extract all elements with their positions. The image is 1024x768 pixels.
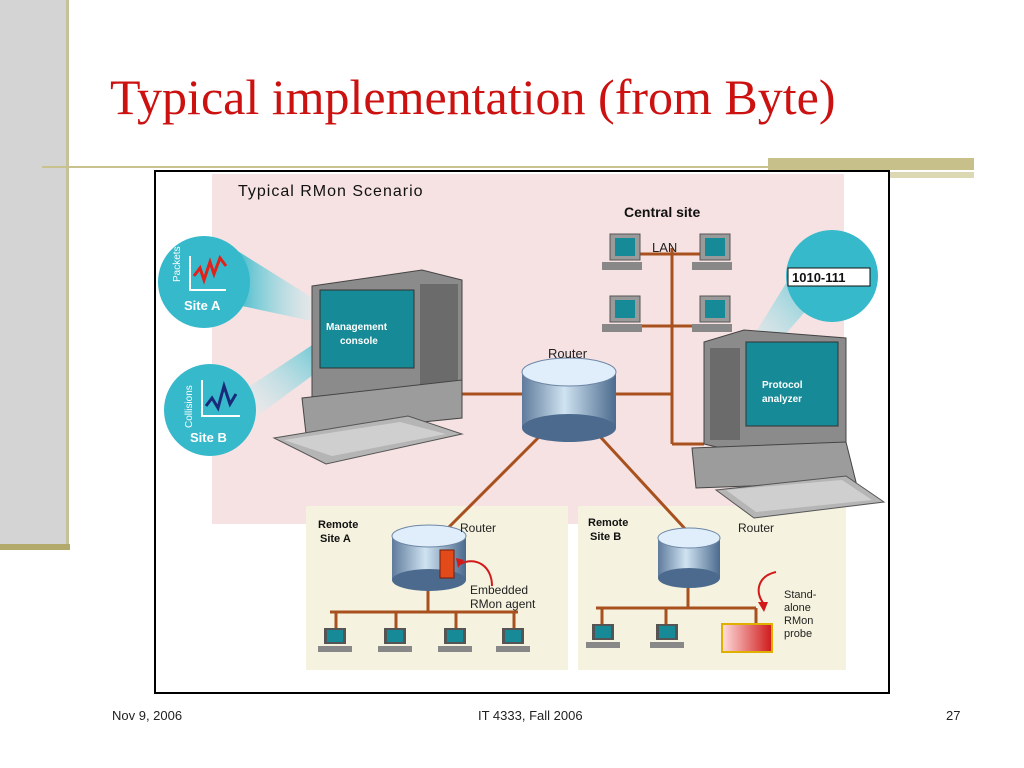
management-console-label-line2: console <box>340 336 378 347</box>
protocol-analyzer-label-line1: Protocol <box>762 380 803 391</box>
probe-label-line1: Stand- <box>784 589 817 601</box>
agent-pointer-arrow-icon <box>459 560 493 587</box>
embedded-agent-card <box>439 549 455 579</box>
embedded-agent-label-line2: RMon agent <box>470 597 536 611</box>
site-a-axis-label: Packets <box>172 246 183 282</box>
central-site-label: Central site <box>624 204 700 220</box>
lan-workstation-1 <box>602 233 642 270</box>
left-accent-bar <box>0 0 66 548</box>
diagram-heading: Typical RMon Scenario <box>238 183 424 200</box>
remote-a-workstation-4 <box>496 628 530 652</box>
site-a-beam <box>236 250 326 324</box>
remote-b-workstation-1 <box>586 624 620 648</box>
remote-site-b-title-line1: Remote <box>588 517 628 529</box>
footer-page-number: 27 <box>946 708 961 723</box>
lan-workstation-2 <box>692 233 732 270</box>
diagram-frame: Typical RMon Scenario Central site LAN <box>154 170 890 694</box>
remote-site-b-router-label: Router <box>738 521 774 535</box>
site-b-axes <box>201 380 240 417</box>
remote-site-a-title-line1: Remote <box>318 519 358 531</box>
slide-title: Typical implementation (from Byte) <box>110 69 836 125</box>
lan-workstation-4 <box>692 295 732 332</box>
remote-b-workstation-2 <box>650 624 684 648</box>
site-a-axes <box>189 256 226 291</box>
footer-course: IT 4333, Fall 2006 <box>478 708 583 723</box>
standalone-rmon-probe-device <box>721 623 773 653</box>
left-accent-edge <box>0 544 70 550</box>
site-b-bubble <box>164 364 256 456</box>
probe-label-line2: alone <box>784 602 811 614</box>
lan-label: LAN <box>652 240 677 255</box>
probe-pointer-arrow-icon <box>757 571 777 605</box>
remote-a-workstation-1 <box>318 628 352 652</box>
remote-a-workstation-2 <box>378 628 412 652</box>
rmon-diagram: Typical RMon Scenario Central site LAN <box>158 174 886 670</box>
left-accent-line <box>66 0 69 548</box>
title-rule-block <box>768 158 974 170</box>
protocol-analyzer-label-line2: analyzer <box>762 394 802 405</box>
central-router-icon <box>521 357 617 442</box>
binary-readout: 1010-111 <box>792 270 846 285</box>
probe-label-line4: probe <box>784 628 812 640</box>
binary-readout-box <box>787 267 871 287</box>
title-rule <box>42 166 772 168</box>
footer-date: Nov 9, 2006 <box>112 708 183 723</box>
remote-site-b-router-icon <box>657 527 721 588</box>
agent-arrowhead-icon <box>456 558 464 568</box>
management-console-computer <box>272 269 464 465</box>
packets-graph-icon <box>192 254 228 285</box>
lan-workstation-3 <box>602 295 642 332</box>
remote-site-a-router-label: Router <box>460 521 496 535</box>
management-console-label-line1: Management <box>326 322 388 333</box>
site-b-caption: Site B <box>190 430 227 445</box>
embedded-agent-label-line1: Embedded <box>470 583 528 597</box>
probe-arrowhead-icon <box>758 602 768 612</box>
probe-label-line3: RMon <box>784 615 813 627</box>
protocol-analyzer-computer <box>691 329 886 519</box>
central-router-label: Router <box>548 346 588 361</box>
collisions-graph-icon <box>204 380 238 412</box>
remote-site-a-router-icon <box>391 524 467 591</box>
site-b-axis-label: Collisions <box>184 385 195 428</box>
remote-a-workstation-3 <box>438 628 472 652</box>
remote-site-b-title-line2: Site B <box>590 531 621 543</box>
site-a-caption: Site A <box>184 298 221 313</box>
remote-site-a-title-line2: Site A <box>320 533 351 545</box>
